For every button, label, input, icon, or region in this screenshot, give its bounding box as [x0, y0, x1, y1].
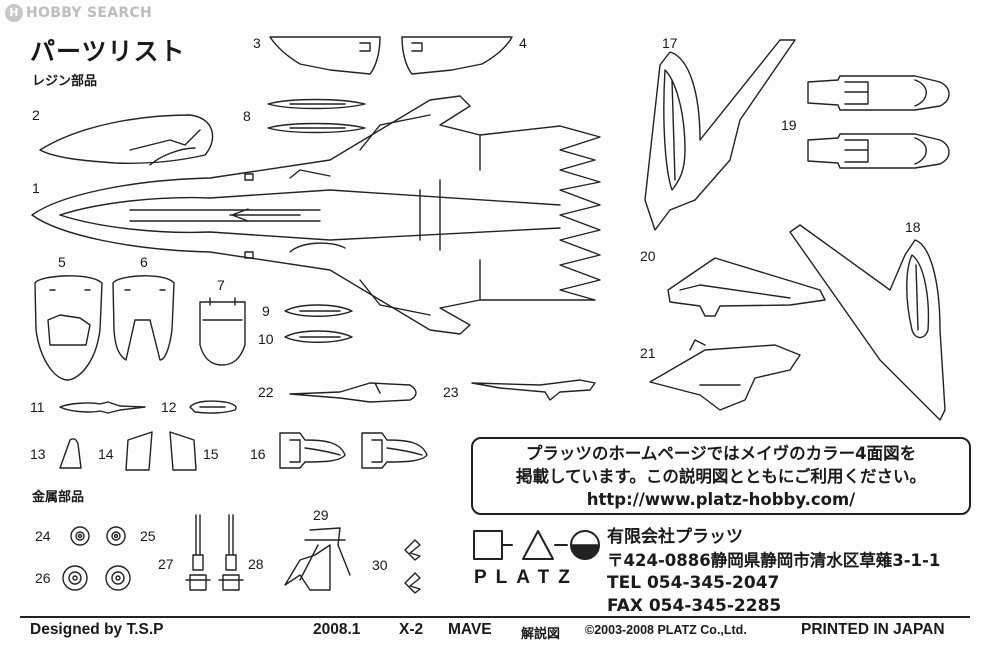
part-label-28: 28: [248, 556, 264, 572]
part-17: [644, 39, 796, 231]
part-11: [59, 401, 146, 414]
part-label-23: 23: [443, 384, 459, 400]
metal-washers: [62, 526, 131, 591]
part-label-7: 7: [217, 277, 225, 293]
part-label-1: 1: [32, 180, 40, 196]
part-label-8: 8: [243, 108, 251, 124]
part-label-6: 6: [140, 254, 148, 270]
platz-logo-shapes: [473, 530, 600, 560]
footer-doc: 解説図: [521, 627, 561, 642]
platz-logo-text: PLATZ: [474, 567, 579, 588]
part-label-14: 14: [98, 446, 114, 462]
part-label-12: 12: [161, 399, 177, 415]
footer-copyright: ©2003-2008 PLATZ Co.,Ltd.: [585, 623, 747, 637]
part-8-pair: [267, 98, 366, 134]
resin-section-label: レジン部品: [32, 74, 98, 89]
notice-line-1: プラッツのホームページではメイヴのカラー4面図を: [525, 444, 917, 463]
metal-part-30: [404, 539, 421, 594]
part-label-9: 9: [262, 303, 270, 319]
part-6: [112, 275, 175, 361]
footer-printed: PRINTED IN JAPAN: [801, 621, 945, 638]
part-2-canopy: [39, 114, 214, 166]
part-label-15: 15: [203, 446, 219, 462]
part-label-24: 24: [35, 528, 51, 544]
notice-line-2: 掲載しています。この説明図とともにご利用ください。: [515, 467, 927, 486]
part-label-10: 10: [258, 331, 274, 347]
part-10: [284, 330, 353, 343]
part-label-25: 25: [140, 528, 156, 544]
part-label-3: 3: [253, 35, 261, 51]
footer-designer: Designed by T.S.P: [30, 621, 164, 638]
part-23: [471, 379, 596, 401]
part-label-4: 4: [519, 35, 527, 51]
company-address: 〒424-0886静岡県静岡市清水区草薙3-1-1: [607, 551, 941, 570]
part-20: [667, 257, 826, 317]
part-21: [649, 339, 801, 411]
part-1-fuselage: [31, 95, 601, 335]
part-label-20: 20: [640, 248, 656, 264]
part-label-19: 19: [781, 117, 797, 133]
part-18: [789, 224, 946, 421]
part-3: [269, 36, 381, 75]
part-16-pair: [279, 432, 428, 469]
part-9: [284, 304, 353, 317]
watermark-badge: H: [5, 4, 23, 22]
footer-divider: [20, 616, 970, 618]
part-13: [59, 438, 82, 469]
page-title: パーツリスト: [30, 37, 186, 66]
part-label-21: 21: [640, 345, 656, 361]
metal-landing-gear: [185, 514, 244, 591]
part-19-pair: [807, 75, 950, 169]
part-label-30: 30: [372, 557, 388, 573]
part-15: [169, 431, 197, 471]
part-label-27: 27: [158, 556, 174, 572]
part-label-17: 17: [662, 35, 678, 51]
part-label-5: 5: [58, 254, 66, 270]
metal-part-29: [284, 527, 351, 591]
part-label-26: 26: [35, 570, 51, 586]
part-label-13: 13: [30, 446, 46, 462]
footer-name: MAVE: [448, 621, 492, 638]
notice-url[interactable]: http://www.platz-hobby.com/: [586, 490, 856, 509]
part-12: [189, 400, 237, 414]
part-label-18: 18: [905, 219, 921, 235]
company-fax: FAX 054-345-2285: [607, 596, 782, 616]
part-22: [289, 382, 417, 403]
part-14: [125, 431, 153, 471]
company-tel: TEL 054-345-2047: [607, 573, 780, 593]
footer-model: X-2: [399, 621, 424, 638]
part-4: [401, 36, 513, 75]
part-5: [34, 275, 103, 381]
website-notice-box: プラッツのホームページではメイヴのカラー4面図を 掲載しています。この説明図とと…: [471, 437, 971, 515]
footer-date: 2008.1: [313, 621, 361, 638]
part-label-22: 22: [258, 384, 274, 400]
part-label-2: 2: [32, 107, 40, 123]
metal-section-label: 金属部品: [32, 490, 85, 505]
part-7: [199, 297, 246, 366]
part-label-11: 11: [30, 399, 45, 415]
part-label-29: 29: [313, 507, 329, 523]
watermark-text: HOBBY SEARCH: [26, 5, 153, 21]
part-label-16: 16: [250, 446, 266, 462]
company-name: 有限会社プラッツ: [607, 527, 743, 547]
